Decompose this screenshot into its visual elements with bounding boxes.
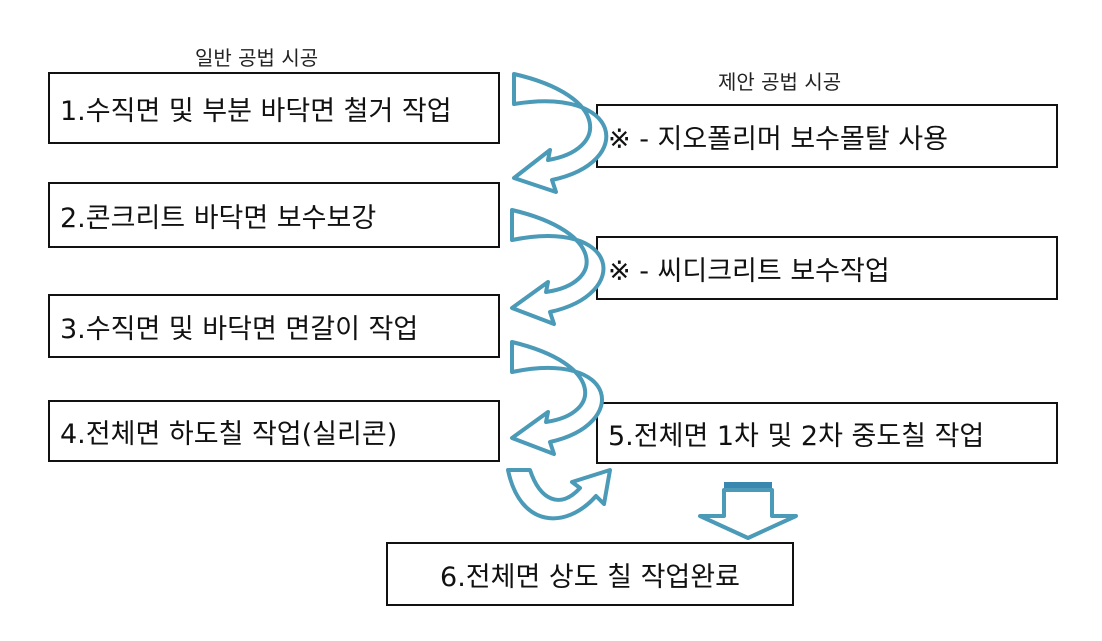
- down-arrow-5-to-6: [698, 482, 798, 540]
- header-proposed-method: 제안 공법 시공: [718, 70, 842, 94]
- step-6-box: 6.전체면 상도 칠 작업완료: [386, 542, 794, 606]
- step-3-label: 3.수직면 및 바닥면 면갈이 작업: [60, 313, 419, 345]
- u-turn-arrow-4-to-5: [506, 468, 612, 521]
- step-5-box: 5.전체면 1차 및 2차 중도칠 작업: [596, 402, 1058, 464]
- step-1-box: 1.수직면 및 부분 바닥면 철거 작업: [48, 72, 500, 144]
- note-geopolymer-label: ※ - 지오폴리머 보수몰탈 사용: [608, 123, 948, 155]
- step-6-label: 6.전체면 상도 칠 작업완료: [440, 561, 740, 593]
- note-cdcrete-box: ※ - 씨디크리트 보수작업: [596, 236, 1058, 300]
- step-4-label: 4.전체면 하도칠 작업(실리콘): [60, 418, 398, 450]
- step-2-box: 2.콘크리트 바닥면 보수보강: [48, 182, 500, 248]
- step-5-label: 5.전체면 1차 및 2차 중도칠 작업: [608, 420, 985, 452]
- header-general-method: 일반 공법 시공: [195, 46, 319, 70]
- note-geopolymer-box: ※ - 지오폴리머 보수몰탈 사용: [596, 104, 1058, 168]
- step-4-box: 4.전체면 하도칠 작업(실리콘): [48, 400, 500, 462]
- note-cdcrete-label: ※ - 씨디크리트 보수작업: [608, 255, 890, 287]
- step-2-label: 2.콘크리트 바닥면 보수보강: [60, 202, 377, 234]
- curved-arrow-1-to-2: [512, 72, 609, 194]
- step-1-label: 1.수직면 및 부분 바닥면 철거 작업: [60, 95, 452, 127]
- step-3-box: 3.수직면 및 바닥면 면갈이 작업: [48, 294, 500, 358]
- curved-arrow-2-to-3: [510, 208, 606, 326]
- curved-arrow-3-to-4: [510, 340, 604, 456]
